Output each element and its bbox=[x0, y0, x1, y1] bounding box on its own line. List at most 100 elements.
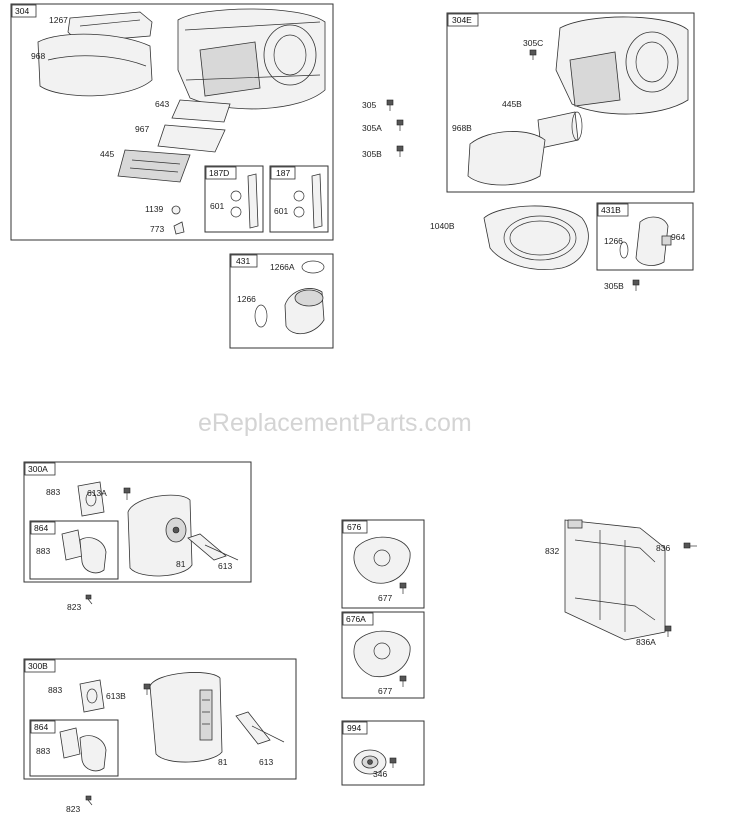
gasket-icon bbox=[59, 727, 107, 772]
group-864: 864 883 bbox=[29, 520, 119, 580]
group-tag: 187D bbox=[209, 168, 229, 178]
group-tag: 304 bbox=[15, 6, 29, 16]
filter-element-icon bbox=[117, 99, 231, 183]
part-label: 964 bbox=[671, 232, 685, 242]
group-tag: 304E bbox=[452, 15, 472, 25]
gasket-icon bbox=[61, 529, 107, 574]
group-864: 864 883 bbox=[29, 719, 119, 777]
part-label: 883 bbox=[46, 487, 60, 497]
screw-icon bbox=[399, 675, 407, 687]
part-label: 601 bbox=[210, 201, 224, 211]
screw-icon bbox=[386, 99, 404, 157]
group-tag: 994 bbox=[347, 723, 361, 733]
part-label: 1266A bbox=[270, 262, 295, 272]
part-label: 836 bbox=[656, 543, 670, 553]
part-label: 305B bbox=[604, 281, 624, 291]
elbow-icon bbox=[254, 260, 325, 334]
part-label: 613A bbox=[87, 488, 107, 498]
screw-icon bbox=[143, 683, 151, 695]
screw-icon bbox=[632, 279, 640, 291]
part-label: 883 bbox=[48, 685, 62, 695]
part-label: 1040B bbox=[430, 221, 455, 231]
part-label: 445 bbox=[100, 149, 114, 159]
part-label: 677 bbox=[378, 686, 392, 696]
filter-element-icon bbox=[467, 111, 583, 186]
group-tag: 864 bbox=[34, 722, 48, 732]
group-tag: 187 bbox=[276, 168, 290, 178]
part-label: 1266 bbox=[604, 236, 623, 246]
elbow-icon bbox=[619, 216, 672, 266]
part-label: 832 bbox=[545, 546, 559, 556]
mounting-frame-icon bbox=[564, 519, 666, 641]
screw-icon bbox=[85, 795, 93, 806]
part-label: 773 bbox=[150, 224, 164, 234]
air-cleaner-housing-icon bbox=[555, 16, 689, 115]
part-label: 613B bbox=[106, 691, 126, 701]
clamp-icon bbox=[230, 173, 259, 229]
group-tag: 300B bbox=[28, 661, 48, 671]
part-label: 643 bbox=[155, 99, 169, 109]
screw-icon bbox=[529, 49, 537, 60]
part-label: 305 bbox=[362, 100, 376, 110]
group-tag: 676A bbox=[346, 614, 366, 624]
muffler-icon bbox=[127, 494, 193, 577]
group-tag: 676 bbox=[347, 522, 361, 532]
blower-housing-icon bbox=[177, 8, 326, 110]
clamp-icon bbox=[293, 173, 323, 229]
part-label: 445B bbox=[502, 99, 522, 109]
group-300a: 300A 883 613A 81 613 864 bbox=[23, 461, 252, 583]
part-label: 81 bbox=[176, 559, 186, 569]
part-label: 1139 bbox=[145, 204, 164, 214]
part-label: 1267 bbox=[49, 15, 68, 25]
group-tag: 864 bbox=[34, 523, 48, 533]
part-label: 601 bbox=[274, 206, 288, 216]
spark-arrestor-screen-icon bbox=[353, 536, 411, 584]
part-label: 81 bbox=[218, 757, 228, 767]
group-304: 304 1267 968 643 967 bbox=[10, 3, 334, 241]
part-label: 1266 bbox=[237, 294, 256, 304]
group-431: 431 1266A 1266 bbox=[229, 253, 334, 349]
blower-housing-1040b: 1040B bbox=[430, 205, 589, 270]
part-label: 305C bbox=[523, 38, 543, 48]
screw-icon bbox=[399, 582, 407, 594]
loose-823-a: 823 bbox=[67, 594, 93, 612]
group-tag: 300A bbox=[28, 464, 48, 474]
part-label: 883 bbox=[36, 746, 50, 756]
part-label: 613 bbox=[218, 561, 232, 571]
group-676a: 676A 677 bbox=[341, 611, 425, 699]
screw-icon bbox=[123, 487, 131, 500]
gasket-icon bbox=[79, 679, 105, 713]
part-label: 823 bbox=[67, 602, 81, 612]
part-label: 968 bbox=[31, 51, 45, 61]
group-187d: 187D 601 bbox=[204, 165, 264, 233]
group-300b: 300B 883 613B 81 613 864 bbox=[23, 658, 297, 780]
group-994: 994 346 bbox=[341, 720, 425, 786]
part-label: 677 bbox=[378, 593, 392, 603]
bracket-icon bbox=[235, 711, 285, 745]
part-label: 305B bbox=[362, 149, 382, 159]
gasket-icon bbox=[77, 481, 105, 517]
part-label: 613 bbox=[259, 757, 273, 767]
bracket-icon bbox=[187, 533, 239, 561]
group-tag: 431 bbox=[236, 256, 250, 266]
group-676: 676 677 bbox=[341, 519, 425, 609]
screw-icon bbox=[664, 542, 697, 637]
loose-screw-305b: 305B bbox=[604, 279, 640, 291]
screw-icon bbox=[85, 594, 93, 605]
watermark: eReplacementParts.com bbox=[198, 409, 472, 437]
part-label: 883 bbox=[36, 546, 50, 556]
group-431b: 431B 1266 964 bbox=[596, 202, 694, 271]
group-tag: 431B bbox=[601, 205, 621, 215]
group-304e: 304E 305C 445B 968B bbox=[446, 12, 695, 193]
spark-arrestor-screen-icon bbox=[353, 630, 411, 678]
part-label: 305A bbox=[362, 123, 382, 133]
part-label: 823 bbox=[66, 804, 80, 814]
mounting-frame: 832 836 836A bbox=[545, 519, 697, 647]
part-label: 968B bbox=[452, 123, 472, 133]
clamp-icon bbox=[171, 205, 185, 235]
loose-screws: 305 305A 305B bbox=[362, 99, 404, 159]
group-187: 187 601 bbox=[269, 165, 329, 233]
air-cleaner-cover-icon bbox=[37, 11, 153, 97]
loose-823-b: 823 bbox=[66, 795, 93, 814]
